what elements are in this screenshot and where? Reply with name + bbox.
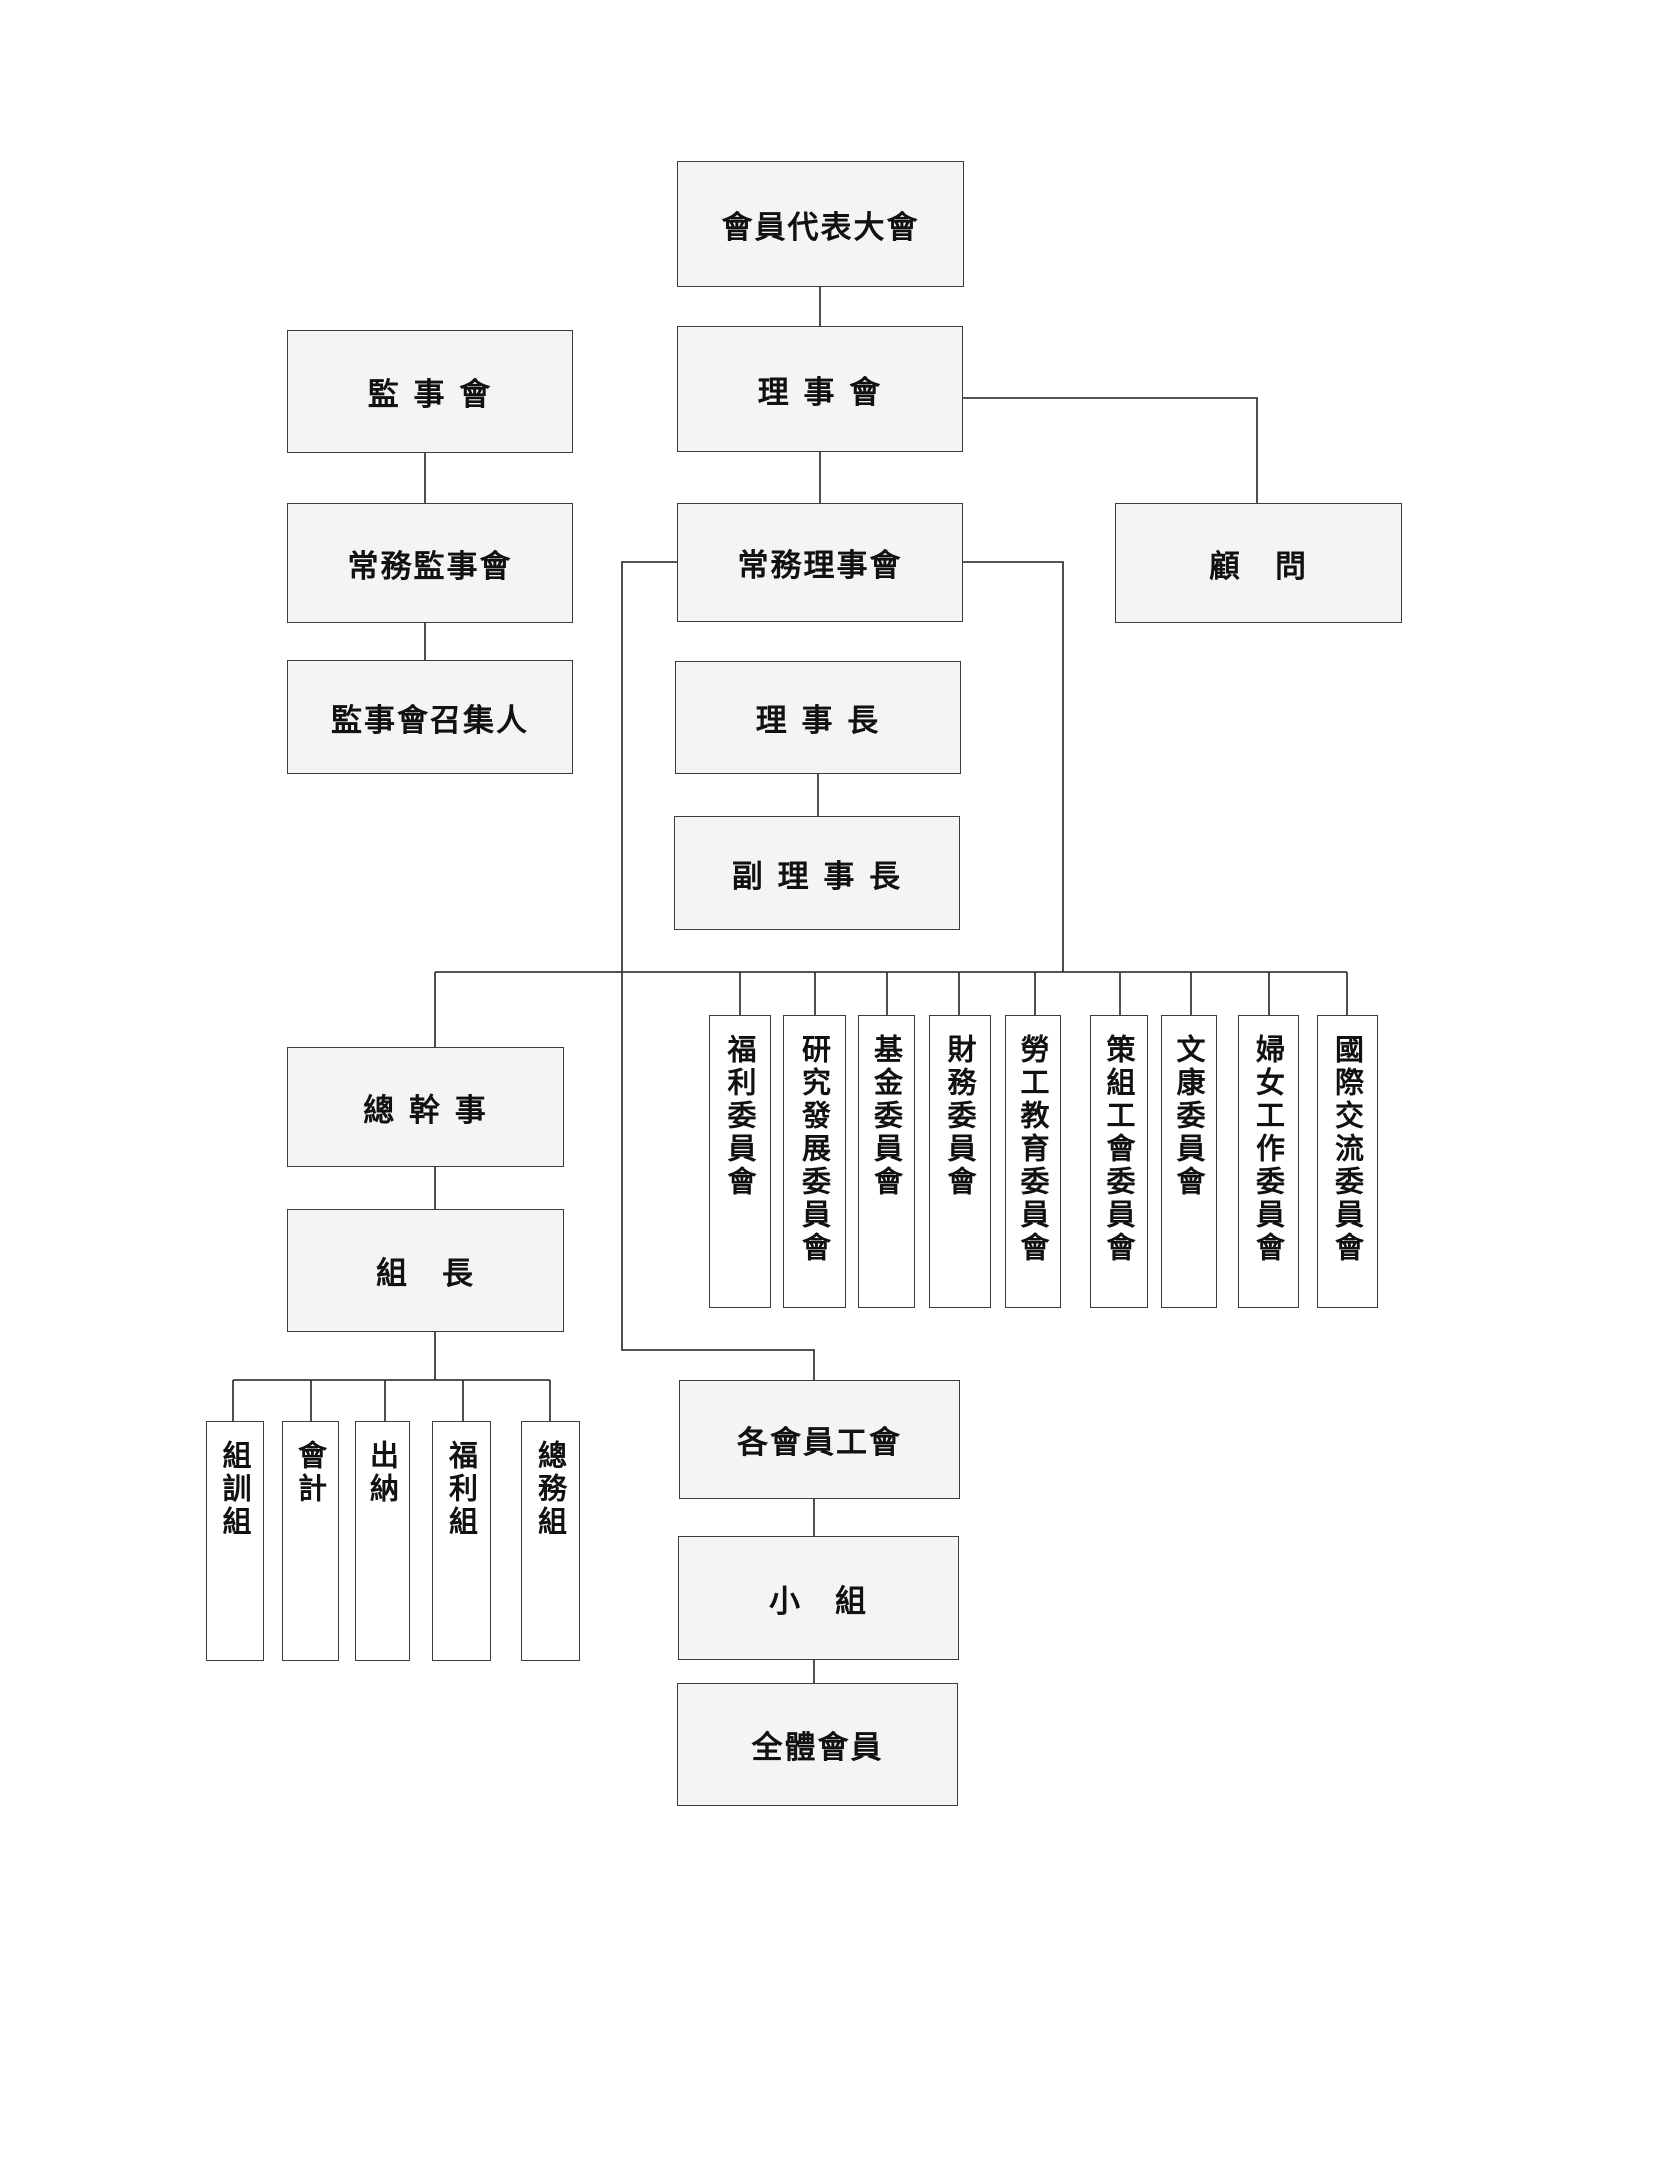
board-of-supervisors-label: 監 事 會 bbox=[367, 377, 493, 413]
all-members-label: 全體會員 bbox=[751, 1730, 884, 1766]
standing-directors-box: 常務理事會 bbox=[677, 503, 963, 622]
supervisors-convener-box: 監事會召集人 bbox=[287, 660, 573, 774]
committee-box: 基金委員會 bbox=[858, 1015, 915, 1308]
section-label: 總務組 bbox=[533, 1440, 568, 1539]
committee-label: 文康委員會 bbox=[1172, 1034, 1206, 1199]
board-of-supervisors-box: 監 事 會 bbox=[287, 330, 573, 453]
board-of-directors-label: 理 事 會 bbox=[757, 374, 883, 411]
committee-label: 研究發展委員會 bbox=[797, 1034, 832, 1265]
committee-label: 策組工會委員會 bbox=[1102, 1034, 1136, 1265]
member-unions-label: 各會員工會 bbox=[737, 1425, 902, 1461]
section-box: 福利組 bbox=[432, 1421, 491, 1661]
vice-chairman-label: 副 理 事 長 bbox=[731, 858, 903, 895]
standing-directors-label: 常務理事會 bbox=[737, 548, 903, 584]
committee-box: 財務委員會 bbox=[929, 1015, 991, 1308]
committee-label: 勞工教育委員會 bbox=[1016, 1034, 1050, 1265]
section-label: 組訓組 bbox=[218, 1440, 252, 1539]
section-label: 出納 bbox=[365, 1440, 400, 1506]
committee-label: 財務委員會 bbox=[943, 1034, 977, 1199]
committee-box: 策組工會委員會 bbox=[1090, 1015, 1148, 1308]
committee-label: 國際交流委員會 bbox=[1330, 1034, 1365, 1265]
advisor-label: 顧 問 bbox=[1209, 548, 1308, 585]
committee-box: 福利委員會 bbox=[709, 1015, 771, 1308]
chairman-box: 理 事 長 bbox=[675, 661, 961, 774]
committee-box: 勞工教育委員會 bbox=[1005, 1015, 1061, 1308]
committee-label: 福利委員會 bbox=[723, 1034, 757, 1199]
section-box: 總務組 bbox=[521, 1421, 580, 1661]
advisor-box: 顧 問 bbox=[1115, 503, 1402, 623]
groups-box: 小 組 bbox=[678, 1536, 959, 1660]
all-members-box: 全體會員 bbox=[677, 1683, 958, 1806]
committee-box: 文康委員會 bbox=[1161, 1015, 1217, 1308]
connector bbox=[621, 561, 815, 1380]
committee-label: 基金委員會 bbox=[869, 1034, 904, 1199]
standing-supervisors-label: 常務監事會 bbox=[347, 548, 513, 585]
section-box: 組訓組 bbox=[206, 1421, 264, 1661]
congress-label: 會員代表大會 bbox=[721, 209, 920, 246]
section-box: 出納 bbox=[355, 1421, 410, 1661]
section-chief-box: 組 長 bbox=[287, 1209, 564, 1332]
section-chief-label: 組 長 bbox=[376, 1256, 475, 1292]
section-label: 福利組 bbox=[444, 1440, 479, 1539]
secretary-general-box: 總 幹 事 bbox=[287, 1047, 564, 1167]
member-unions-box: 各會員工會 bbox=[679, 1380, 960, 1499]
chairman-label: 理 事 長 bbox=[755, 703, 881, 739]
committee-label: 婦女工作委員會 bbox=[1251, 1034, 1286, 1265]
board-of-directors-box: 理 事 會 bbox=[677, 326, 963, 452]
secretary-general-label: 總 幹 事 bbox=[363, 1092, 488, 1129]
section-label: 會計 bbox=[293, 1440, 328, 1506]
supervisors-convener-label: 監事會召集人 bbox=[331, 702, 529, 739]
committee-box: 國際交流委員會 bbox=[1317, 1015, 1378, 1308]
standing-supervisors-box: 常務監事會 bbox=[287, 503, 573, 623]
section-box: 會計 bbox=[282, 1421, 339, 1661]
committee-box: 研究發展委員會 bbox=[783, 1015, 846, 1308]
committee-box: 婦女工作委員會 bbox=[1238, 1015, 1299, 1308]
groups-label: 小 組 bbox=[769, 1583, 868, 1620]
vice-chairman-box: 副 理 事 長 bbox=[674, 816, 960, 930]
congress-box: 會員代表大會 bbox=[677, 161, 964, 287]
connector bbox=[963, 397, 1258, 503]
connector bbox=[963, 561, 1064, 972]
